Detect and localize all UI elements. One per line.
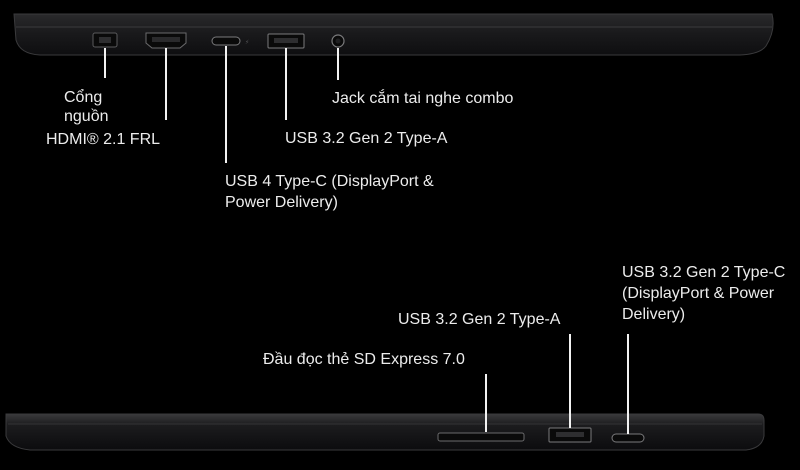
label-hdmi-line-1: HDMI® 2.1 FRL [46, 131, 161, 148]
label-usbc2-port: USB 3.2 Gen 2 Type-C (DisplayPort & Powe… [622, 262, 785, 325]
label-usba2-line-1: USB 3.2 Gen 2 Type-A [398, 311, 561, 328]
label-usb4-line-1: USB 4 Type-C (DisplayPort & [225, 173, 434, 190]
label-sd-line-1: Đầu đọc thẻ SD Express 7.0 [263, 351, 465, 368]
sd-card-slot-icon [437, 432, 525, 442]
label-usbc2-line-3: Delivery) [622, 306, 686, 323]
left-side-profile: ⚡ [13, 13, 774, 56]
label-usba-line-1: USB 3.2 Gen 2 Type-A [285, 130, 448, 147]
label-usba2-port: USB 3.2 Gen 2 Type-A [398, 309, 560, 330]
usb-c-port-2-icon [611, 433, 645, 443]
svg-text:⚡: ⚡ [245, 39, 249, 46]
label-usb4-line-2: Power Delivery) [225, 194, 338, 211]
label-audio-jack: Jack cắm tai nghe combo [332, 88, 513, 109]
label-power-line-2: nguồn [64, 108, 109, 125]
label-usbc2-line-2: (DisplayPort & Power [622, 285, 775, 302]
label-hdmi-port: HDMI® 2.1 FRL [46, 129, 160, 150]
label-usb4-port: USB 4 Type-C (DisplayPort & Power Delive… [225, 171, 434, 213]
usb-c-port-icon [211, 36, 241, 46]
leader-lines-top [104, 46, 339, 163]
right-side-profile [5, 413, 765, 451]
label-jack-line-1: Jack cắm tai nghe combo [332, 90, 514, 107]
label-usba-port: USB 3.2 Gen 2 Type-A [285, 128, 447, 149]
label-sd-reader: Đầu đọc thẻ SD Express 7.0 [263, 349, 465, 370]
label-usbc2-line-1: USB 3.2 Gen 2 Type-C [622, 264, 786, 281]
label-power-port: Cổng nguồn [64, 88, 109, 126]
leader-lines-bottom [485, 334, 629, 434]
label-power-line-1: Cổng [64, 89, 103, 106]
